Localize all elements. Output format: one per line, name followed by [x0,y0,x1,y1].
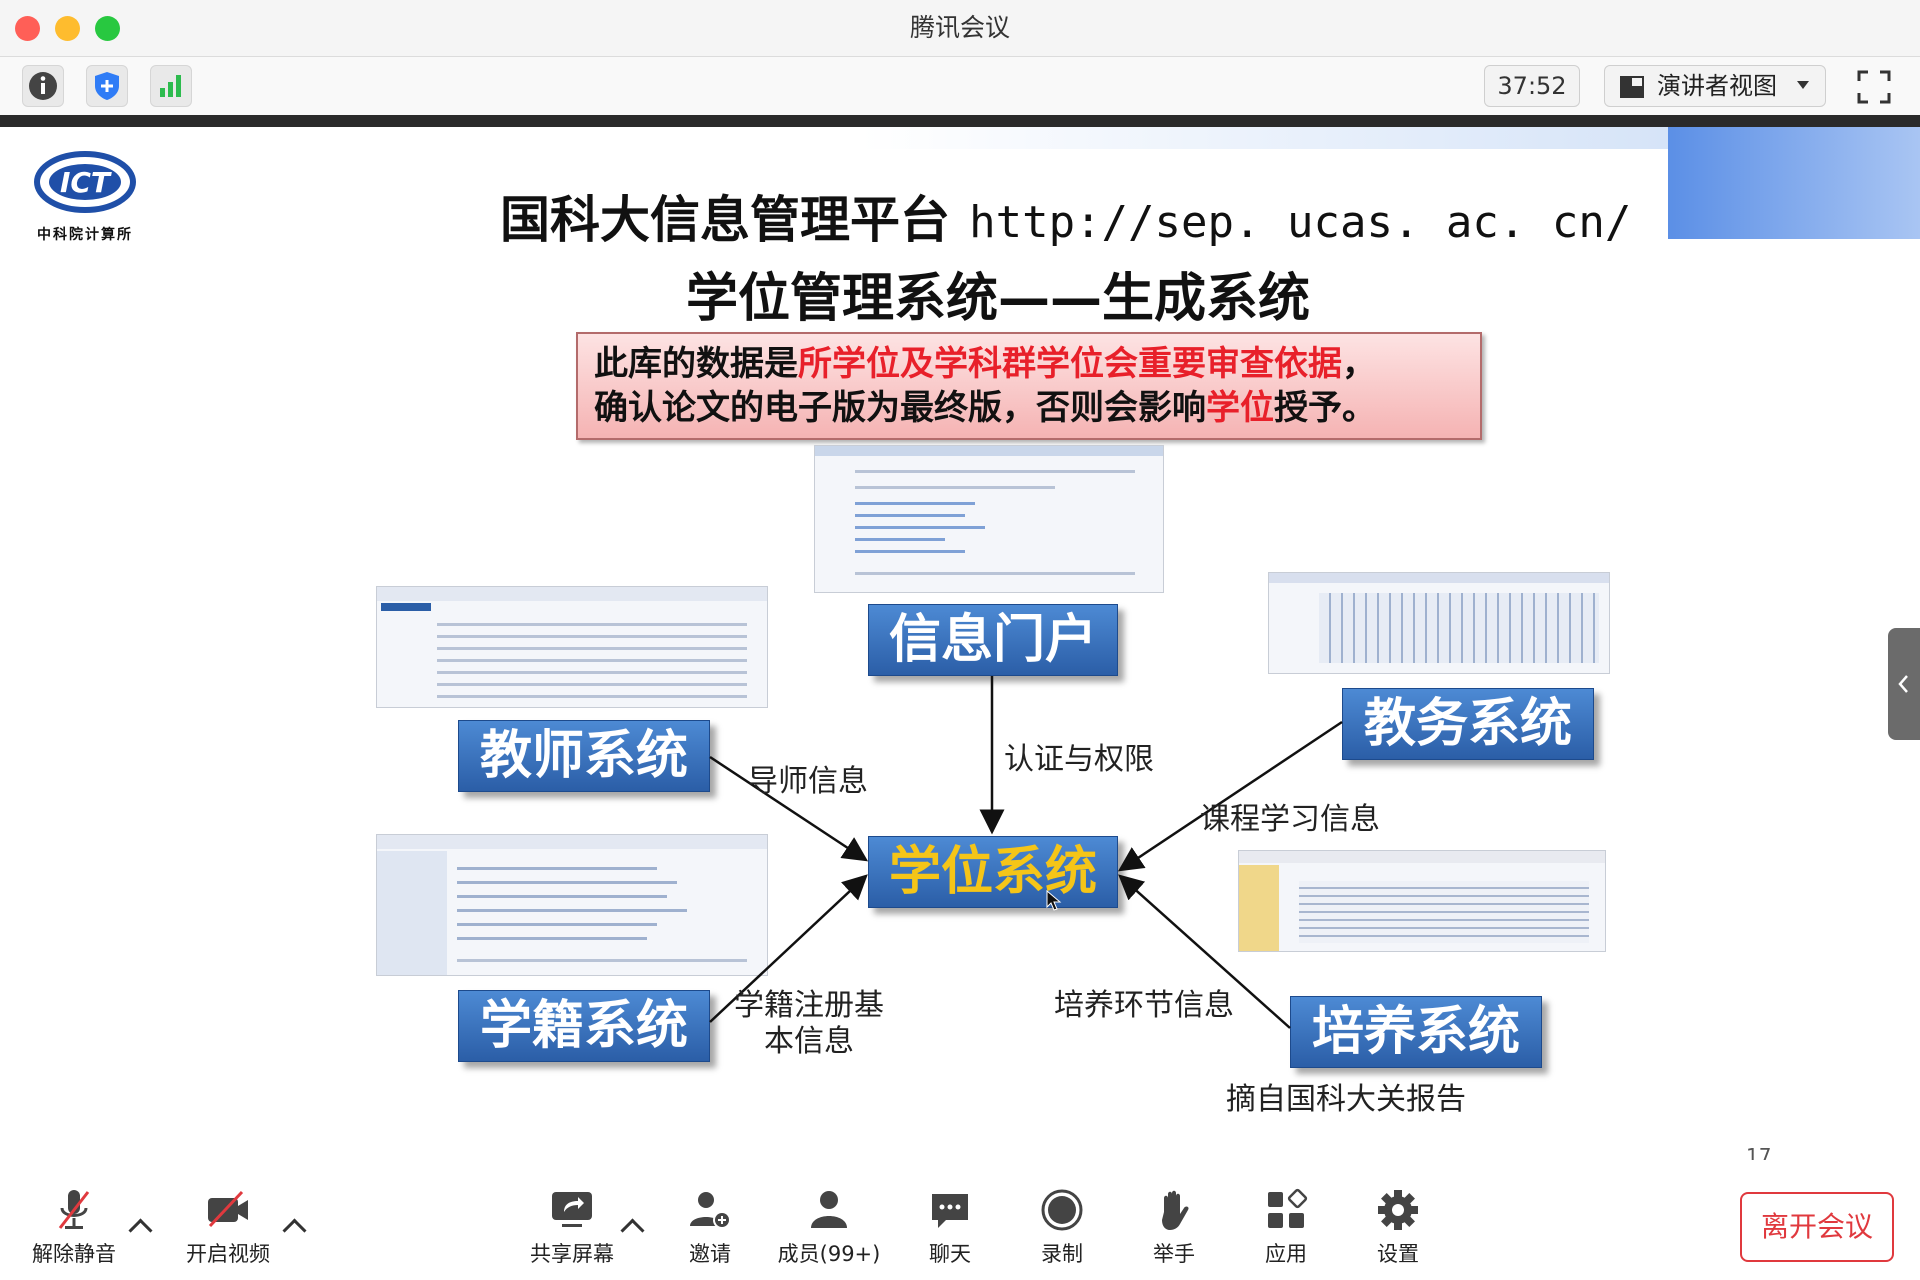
info-icon [29,72,57,100]
members-icon [811,1191,847,1228]
slide-title-url: http://sep. ucas. ac. cn/ [969,197,1632,248]
side-panel-toggle[interactable] [1888,628,1920,740]
layout-icon [1620,76,1644,98]
chevron-down-icon [1797,81,1809,89]
notice-text: 授予。 [1274,388,1376,428]
arrow-teacher-to-degree [709,755,869,862]
ict-logo: ICT 中科院计算所 [30,150,140,243]
notice-box: 此库的数据是所学位及学科群学位会重要审查依据， 确认论文的电子版为最终版，否则会… [576,332,1482,440]
apps-icon [1268,1188,1308,1228]
gear-icon [1378,1190,1418,1230]
arrow-registry-to-degree [709,874,868,1023]
notice-line-1: 此库的数据是所学位及学科群学位会重要审查依据， [594,342,1464,386]
window-title: 腾讯会议 [909,13,1010,42]
meeting-info-button[interactable] [22,65,64,107]
minimize-window-button[interactable] [55,16,80,41]
security-button[interactable] [86,65,128,107]
add-user-icon [690,1192,731,1229]
notice-text: ， [1342,344,1376,384]
view-mode-select[interactable]: 演讲者视图 [1604,65,1826,107]
ict-logo-mark: ICT [34,151,136,213]
shield-icon [95,72,119,100]
hand-icon [1162,1190,1189,1230]
chevron-left-icon [1898,675,1908,693]
label-advisor-info: 导师信息 [748,764,868,799]
apps-button[interactable]: 应用 [1256,1188,1316,1268]
start-video-button[interactable]: 开启视频 [184,1188,272,1268]
slide-corner-decoration [1668,127,1920,239]
teacher-screenshot-thumbnail [376,586,768,708]
close-window-button[interactable] [15,16,40,41]
portal-system-box: 信息门户 [868,604,1118,676]
training-system-box: 培养系统 [1290,996,1542,1068]
network-quality-button[interactable] [150,65,192,107]
record-label: 录制 [1041,1242,1083,1266]
svg-text:ICT: ICT [60,166,112,199]
training-screenshot-thumbnail [1238,850,1606,952]
label-training-info: 培养环节信息 [1054,988,1234,1023]
signal-icon [160,75,181,97]
meeting-timer: 37:52 [1484,65,1580,107]
record-button[interactable]: 录制 [1032,1188,1092,1268]
slide-title: 国科大信息管理平台 http://sep. ucas. ac. cn/ [500,180,1631,250]
members-button[interactable]: 成员(99+) [776,1188,882,1268]
source-note: 摘自国科大关报告 [1226,1082,1466,1117]
share-screen-label: 共享屏幕 [530,1242,614,1266]
logo-caption: 中科院计算所 [37,227,133,243]
fullscreen-button[interactable] [1854,67,1894,107]
leave-meeting-button[interactable]: 离开会议 [1740,1192,1894,1262]
arrow-academic-to-degree [1117,720,1343,872]
apps-label: 应用 [1265,1242,1307,1266]
academic-screenshot-thumbnail [1268,572,1610,674]
registry-system-box: 学籍系统 [458,990,710,1062]
mic-off-icon [58,1190,90,1229]
chat-label: 聊天 [929,1242,971,1266]
label-registry-info-1: 学籍注册基 [734,988,884,1023]
label-course-info: 课程学习信息 [1200,802,1380,837]
notice-text: 确认论文的电子版为最终版，否则会影响 [594,388,1206,428]
view-mode-label: 演讲者视图 [1657,72,1777,100]
label-auth: 认证与权限 [1004,742,1154,777]
notice-text: 此库的数据是 [594,344,798,384]
meeting-toolbar [0,57,1920,115]
notice-line-2: 确认论文的电子版为最终版，否则会影响学位授予。 [594,386,1464,430]
settings-button[interactable]: 设置 [1368,1188,1428,1268]
degree-system-box: 学位系统 [868,836,1118,908]
arrow-training-to-degree [1118,874,1291,1029]
label-registry-info-2: 本信息 [764,1024,854,1059]
share-border [0,115,1920,127]
notice-highlight: 学位 [1206,388,1274,428]
chat-icon [932,1194,968,1228]
raise-hand-label: 举手 [1153,1242,1195,1266]
portal-screenshot-thumbnail [814,445,1164,593]
window-titlebar [0,0,1920,57]
mouse-cursor-icon [1046,890,1062,911]
chat-button[interactable]: 聊天 [920,1188,980,1268]
video-off-icon [208,1190,248,1228]
share-screen-icon [552,1192,592,1227]
members-label: 成员(99+) [777,1242,881,1266]
teacher-system-box: 教师系统 [458,720,710,792]
invite-button[interactable]: 邀请 [680,1188,740,1268]
academic-system-box: 教务系统 [1342,688,1594,760]
slide-title-cn: 国科大信息管理平台 [500,191,950,249]
raise-hand-button[interactable]: 举手 [1144,1188,1204,1268]
settings-label: 设置 [1377,1242,1419,1266]
zoom-window-button[interactable] [95,16,120,41]
slide-header-band [860,127,1668,149]
share-screen-button[interactable]: 共享屏幕 [526,1188,618,1268]
notice-highlight: 所学位及学科群学位会重要审查依据 [798,344,1342,384]
fullscreen-icon [1857,70,1891,104]
record-icon [1041,1189,1083,1231]
slide-subtitle: 学位管理系统——生成系统 [685,269,1310,329]
unmute-button[interactable]: 解除静音 [30,1188,118,1268]
unmute-label: 解除静音 [32,1242,116,1266]
registry-screenshot-thumbnail [376,834,768,976]
start-video-label: 开启视频 [186,1242,270,1266]
invite-label: 邀请 [689,1242,731,1266]
